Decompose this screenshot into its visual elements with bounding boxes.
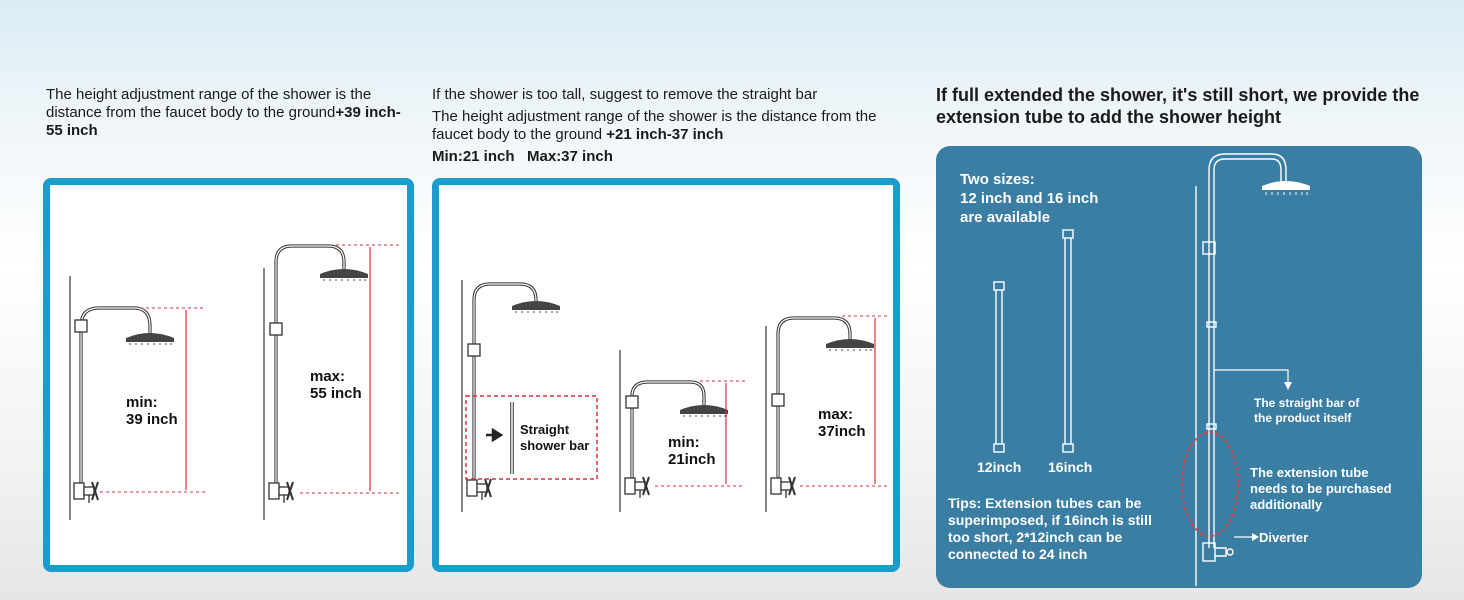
shower-with-bar — [461, 280, 561, 512]
caption-middle-text: The height adjustment range of the showe… — [432, 108, 877, 143]
straight-bar-box — [465, 395, 598, 480]
caption-left-range: +39 inch-55 inch — [46, 104, 401, 139]
min39-markers — [100, 307, 205, 493]
max-55-label: max: 55 inch — [310, 368, 362, 402]
extended-shower — [1195, 153, 1287, 586]
pointer-arrow-icon — [1284, 382, 1292, 390]
panel-standard — [43, 178, 414, 572]
caption-middle-range: +21 inch-37 inch — [606, 126, 724, 143]
straight-bar-note: The straight bar of the product itself — [1254, 396, 1360, 425]
shower-min-21 — [619, 350, 729, 512]
tube-16-label: 16inch — [1048, 459, 1093, 475]
rain-head-icon — [1262, 181, 1310, 195]
extension-tube-highlight — [1181, 431, 1239, 537]
caption-middle: If the shower is too tall, suggest to re… — [432, 86, 912, 166]
tube-12-label: 12inch — [977, 459, 1022, 475]
caption-right: If full extended the shower, it's still … — [936, 85, 1420, 127]
panel-without-bar — [432, 178, 900, 572]
extension-note: The extension tube needs to be purchased… — [1250, 465, 1392, 512]
tube-16-drawing — [1062, 229, 1074, 453]
panel-extension — [936, 146, 1422, 588]
min-21-label: min: 21inch — [668, 434, 716, 468]
caption-middle-line1: If the shower is too tall, suggest to re… — [432, 86, 818, 103]
max37-markers — [800, 315, 888, 487]
min-39-label: min: 39 inch — [126, 394, 178, 428]
shower-max-55 — [263, 244, 369, 520]
straight-bar-label: Straight shower bar — [520, 422, 590, 453]
diverter-label: Diverter — [1259, 530, 1309, 545]
shower-max-37 — [765, 316, 875, 512]
straight-bar-pointer — [1214, 369, 1289, 384]
max55-markers — [300, 244, 402, 494]
sizes-title: Two sizes: 12 inch and 16 inch are avail… — [960, 171, 1099, 226]
tips-text: Tips: Extension tubes can be superimpose… — [948, 495, 1152, 562]
arrow-icon — [486, 427, 504, 443]
diverter-arrow-icon — [1252, 533, 1259, 541]
shower-min-39 — [69, 276, 175, 520]
caption-middle-minmax: Min:21 inch Max:37 inch — [432, 148, 613, 165]
caption-left: The height adjustment range of the showe… — [46, 86, 406, 140]
tube-12-drawing — [993, 281, 1005, 453]
max-37-label: max: 37inch — [818, 406, 866, 440]
caption-left-text: The height adjustment range of the showe… — [46, 86, 372, 121]
min21-markers — [655, 380, 745, 487]
